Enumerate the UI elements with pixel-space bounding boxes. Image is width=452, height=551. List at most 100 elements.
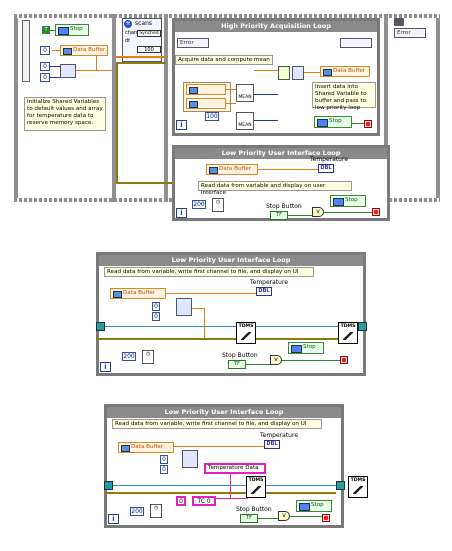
lp-a-stop-label: Stop bbox=[345, 197, 358, 203]
wire-lp-b-file bbox=[105, 326, 358, 327]
sequence-film-top bbox=[14, 14, 440, 18]
hp-iteration-terminal: i bbox=[176, 120, 187, 130]
hp-analog-1 bbox=[186, 84, 226, 95]
lp-c-data-buffer: Data Buffer bbox=[118, 442, 174, 453]
lp-c-temperature-data: Temperature Data bbox=[204, 463, 266, 474]
lp-b-tdms-write: TDMS bbox=[236, 322, 256, 344]
hp-acquire-comment: Acquire data and compute mean bbox=[175, 55, 273, 65]
wire-into-lp-loop bbox=[116, 182, 172, 184]
wire-hp-b2 bbox=[304, 72, 320, 73]
wire-lp-c-stop1 bbox=[258, 518, 278, 519]
init-const-0c: 0 bbox=[40, 73, 50, 82]
lp-c-pink-const: 0 bbox=[176, 496, 186, 506]
init-stop-variable: Stop bbox=[55, 24, 89, 36]
lp-a-stop-variable: Stop bbox=[330, 195, 366, 207]
lp-b-temperature-terminal: DBL bbox=[256, 287, 272, 296]
lp-c-tdms-label: TDMS bbox=[248, 478, 264, 483]
daq-header: scans bbox=[135, 20, 153, 27]
wire-lp-b-stop1 bbox=[246, 364, 270, 365]
lp-b-stop-terminal bbox=[340, 356, 348, 364]
error-out-indicator: Error bbox=[394, 28, 426, 38]
wire-const0b bbox=[50, 66, 60, 67]
wire-lp-a-temp bbox=[258, 169, 318, 170]
lp-a-stop-button-label: Stop Button bbox=[266, 203, 302, 210]
lp-c-wait-node: ◷ bbox=[150, 504, 162, 518]
lp-c-stop-terminal bbox=[322, 514, 330, 522]
wire-lp-c-stop2 bbox=[290, 516, 322, 517]
init-const-0a: 0 bbox=[40, 46, 50, 55]
lp-b-shift-right bbox=[358, 322, 367, 331]
lp-c-or-gate: v bbox=[278, 511, 290, 521]
lp-b-data-buffer-label: Data Buffer bbox=[123, 290, 156, 296]
wire-hp-stop bbox=[352, 123, 364, 124]
sequence-divider-3 bbox=[384, 14, 388, 202]
lp-c-index-node bbox=[182, 450, 198, 468]
lp-c-loop-title: Low Priority User Interface Loop bbox=[107, 407, 341, 418]
lp-a-iteration-terminal: i bbox=[176, 208, 187, 218]
lp-c-stop-button-terminal: TF bbox=[240, 514, 258, 523]
lp-a-or-gate: v bbox=[312, 207, 324, 217]
wire-hp-mean2 bbox=[254, 120, 278, 121]
true-constant: T bbox=[42, 26, 50, 34]
hp-error-label: Error bbox=[180, 40, 194, 46]
hp-mean-node-1: MEAN bbox=[236, 84, 254, 102]
lp-c-tdms-close-label: TDMS bbox=[350, 478, 366, 483]
hp-data-buffer-variable: Data Buffer bbox=[320, 66, 370, 77]
wire-lp-c-temp bbox=[174, 446, 264, 447]
hp-insert-comment: Insert data into Shared Variable to buff… bbox=[312, 82, 376, 111]
lp-c-tc0: TC 0 bbox=[192, 496, 216, 506]
lp-b-tdms-close-label: TDMS bbox=[340, 324, 356, 329]
daq-item-3: Synched bbox=[137, 30, 161, 37]
sequence-divider-1 bbox=[112, 14, 116, 202]
lp-c-shift-right bbox=[336, 481, 345, 490]
wire-array-out bbox=[76, 70, 112, 71]
hp-mean-label-1: MEAN bbox=[238, 95, 252, 100]
hp-analog-2 bbox=[186, 98, 226, 109]
lp-b-stop-button-terminal: TF bbox=[228, 360, 246, 369]
wire-lp-a-stop1 bbox=[288, 215, 312, 216]
lp-b-comment: Read data from variable, write first cha… bbox=[104, 267, 314, 277]
lp-a-const-200: 200 bbox=[192, 200, 206, 209]
init-comment: Initialize Shared Variables to default v… bbox=[24, 97, 106, 131]
daq-item-2: dt bbox=[125, 38, 131, 44]
wire-lp-a-stop2 bbox=[324, 212, 372, 213]
lp-a-comment: Read data from variable and display on u… bbox=[198, 181, 352, 196]
wire-const0c bbox=[50, 77, 60, 78]
lp-c-comment: Read data from variable, write first cha… bbox=[112, 419, 322, 429]
wire-lp-c-pink1 bbox=[230, 474, 231, 498]
wire-lp-b-stop2 bbox=[282, 360, 340, 361]
lp-b-shift-left bbox=[96, 322, 105, 331]
lp-a-temperature-label: Temperature bbox=[310, 156, 349, 163]
lp-b-data-buffer: Data Buffer bbox=[110, 288, 166, 299]
lp-c-stop-label: Stop bbox=[311, 502, 324, 508]
hp-error-in: Error bbox=[177, 38, 209, 48]
hp-build-array-node bbox=[278, 66, 290, 80]
wire-true-stop bbox=[50, 30, 55, 31]
lp-c-iteration-terminal: i bbox=[108, 514, 119, 524]
lp-b-stop-variable: Stop bbox=[288, 342, 324, 354]
lp-b-const-1: 0 bbox=[152, 312, 160, 321]
hp-stop-terminal bbox=[364, 120, 372, 128]
hp-const-100: 100 bbox=[205, 112, 219, 121]
init-const-0b: 0 bbox=[40, 62, 50, 71]
wire-lp-b-error bbox=[96, 338, 358, 340]
wire-frame2-task bbox=[116, 62, 166, 64]
wire-hp-a1 bbox=[226, 89, 236, 90]
lp-b-loop-title: Low Priority User Interface Loop bbox=[99, 255, 363, 266]
lp-b-index-node bbox=[176, 298, 192, 316]
hp-loop-title: High Priority Acquisition Loop bbox=[175, 21, 377, 32]
lp-b-const-200: 200 bbox=[122, 352, 136, 361]
lp-b-stop-button-label: Stop Button bbox=[222, 352, 258, 359]
hp-mean-node-2: MEAN bbox=[236, 112, 254, 130]
wire-frame2-orange bbox=[116, 56, 166, 58]
init-stop-label: Stop bbox=[70, 26, 83, 32]
daq-icon: ⚒ bbox=[124, 20, 132, 28]
lp-b-or-gate: v bbox=[270, 355, 282, 365]
init-data-buffer-label: Data Buffer bbox=[73, 47, 106, 53]
error-out-icon bbox=[394, 18, 404, 26]
wire-to-lp-loop bbox=[116, 62, 118, 182]
wire-hp-a2 bbox=[226, 103, 236, 104]
error-out-label: Error bbox=[397, 30, 411, 36]
wire-lp-b-idx bbox=[192, 308, 204, 309]
wire-hp-b1 bbox=[254, 70, 278, 71]
